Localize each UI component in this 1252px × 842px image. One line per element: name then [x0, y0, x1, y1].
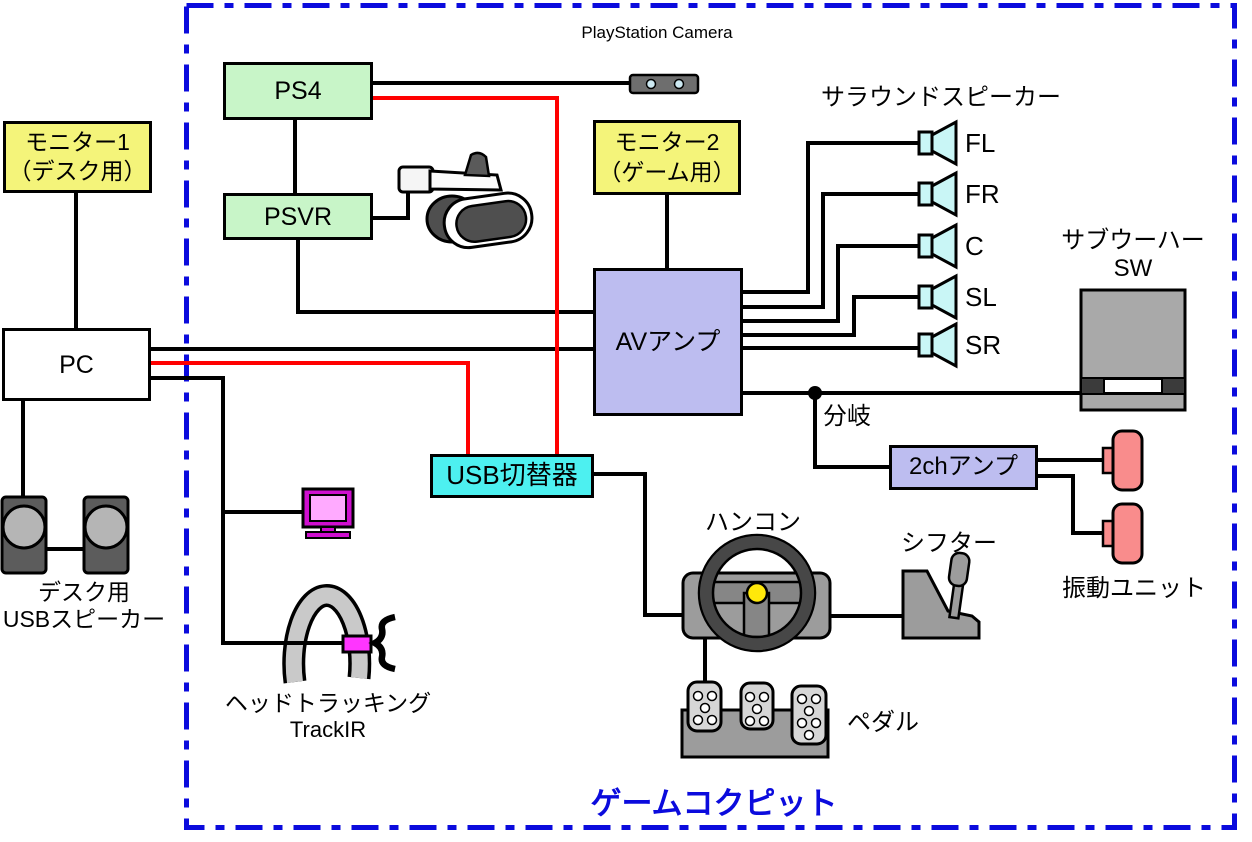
ps4-label: PS4 [274, 77, 322, 105]
branch-label: 分岐 [823, 403, 871, 430]
speaker-label-fl: FL [965, 127, 996, 158]
cable-avamp-c [742, 244, 919, 323]
wheel-label: ハンコン [705, 509, 801, 536]
desk-speakers-icon [0, 495, 130, 575]
ps-camera-icon [628, 73, 700, 95]
black-cables [21, 81, 1105, 712]
pc-label: PC [59, 350, 94, 379]
cable-avamp-fr [742, 192, 919, 309]
cable-pc-usbswitch [150, 361, 470, 455]
trackir-monitor-icon [301, 487, 355, 539]
speaker-icon-sl [917, 273, 958, 321]
ps-camera-label: PlayStation Camera [581, 23, 733, 42]
monitor2-label-line1: モニター2 [614, 129, 720, 156]
node-av-amp: AVアンプ [593, 268, 743, 416]
av-amp-label: AVアンプ [615, 328, 721, 356]
cable-psvr-avamp [296, 240, 593, 314]
wheel-icon [681, 533, 832, 653]
speaker-icon-fr [917, 170, 958, 218]
head-tracking-label: ヘッドトラッキング TrackIR [218, 690, 438, 743]
node-2ch-amp: 2chアンプ [889, 445, 1038, 490]
head-tracking-label-line1: ヘッドトラッキング [224, 690, 432, 716]
shifter-icon [901, 551, 981, 640]
desk-speakers-label-line1: デスク用 [38, 579, 130, 605]
vibration-unit-icon-2 [1101, 502, 1144, 565]
speaker-label-fr: FR [965, 178, 1000, 209]
surround-speakers-label: サラウンドスピーカー [821, 84, 1061, 111]
shifter-label: シフター [901, 530, 997, 557]
node-psvr: PSVR [223, 193, 373, 240]
psvr-label: PSVR [263, 202, 333, 231]
monitor1-label-line2: （デスク用） [8, 158, 147, 184]
cockpit-title: ゲームコクピット [590, 786, 838, 821]
node-monitor2: モニター2 （ゲーム用） [593, 120, 741, 195]
speaker-label-sr: SR [965, 329, 1002, 360]
desk-speakers-label-line2: USBスピーカー [2, 606, 166, 633]
trackir-clip-icon [341, 613, 396, 673]
cable-avamp-sl [742, 295, 919, 337]
node-pc: PC [2, 328, 151, 401]
cable-psvr-headset [372, 191, 410, 220]
pedals-label: ペダル [847, 709, 919, 736]
desk-speakers-label: デスク用 USBスピーカー [0, 579, 168, 633]
subwoofer-label: サブウーハー SW [1053, 227, 1213, 284]
2ch-amp-label: 2chアンプ [908, 453, 1018, 481]
speaker-label-sl: SL [965, 281, 997, 312]
vibration-unit-icon-1 [1101, 429, 1144, 492]
red-cables [150, 96, 559, 455]
monitor2-label-line2: （ゲーム用） [598, 158, 736, 185]
psvr-headset-icon [397, 151, 534, 250]
monitor1-label-line1: モニター1 [25, 128, 130, 155]
speaker-icon-c [917, 222, 958, 270]
cockpit-border [184, 3, 1237, 830]
cable-branch-2champ [813, 393, 889, 469]
cable-avamp-fl [742, 141, 919, 294]
usb-switch-label: USB切替器 [446, 460, 578, 491]
vibration-unit-label: 振動ユニット [1062, 575, 1206, 602]
subwoofer-icon [1079, 288, 1187, 412]
head-tracking-label-line2: TrackIR [289, 717, 367, 743]
speaker-label-c: C [965, 230, 984, 261]
node-usb-switch: USB切替器 [430, 454, 594, 498]
subwoofer-label-line2: SW [1113, 255, 1153, 283]
speaker-icon-fl [917, 119, 958, 167]
pedals-icon [680, 680, 830, 759]
speaker-icon-sr [917, 321, 958, 369]
node-monitor1: モニター1 （デスク用） [3, 121, 152, 193]
cable-ps4-usbswitch [372, 96, 559, 455]
cable-2champ-vib2 [1037, 474, 1105, 535]
cable-usb-wheel [594, 472, 684, 617]
node-ps4: PS4 [223, 62, 373, 120]
branch-dot [808, 386, 822, 400]
subwoofer-label-line1: サブウーハー [1061, 227, 1205, 254]
